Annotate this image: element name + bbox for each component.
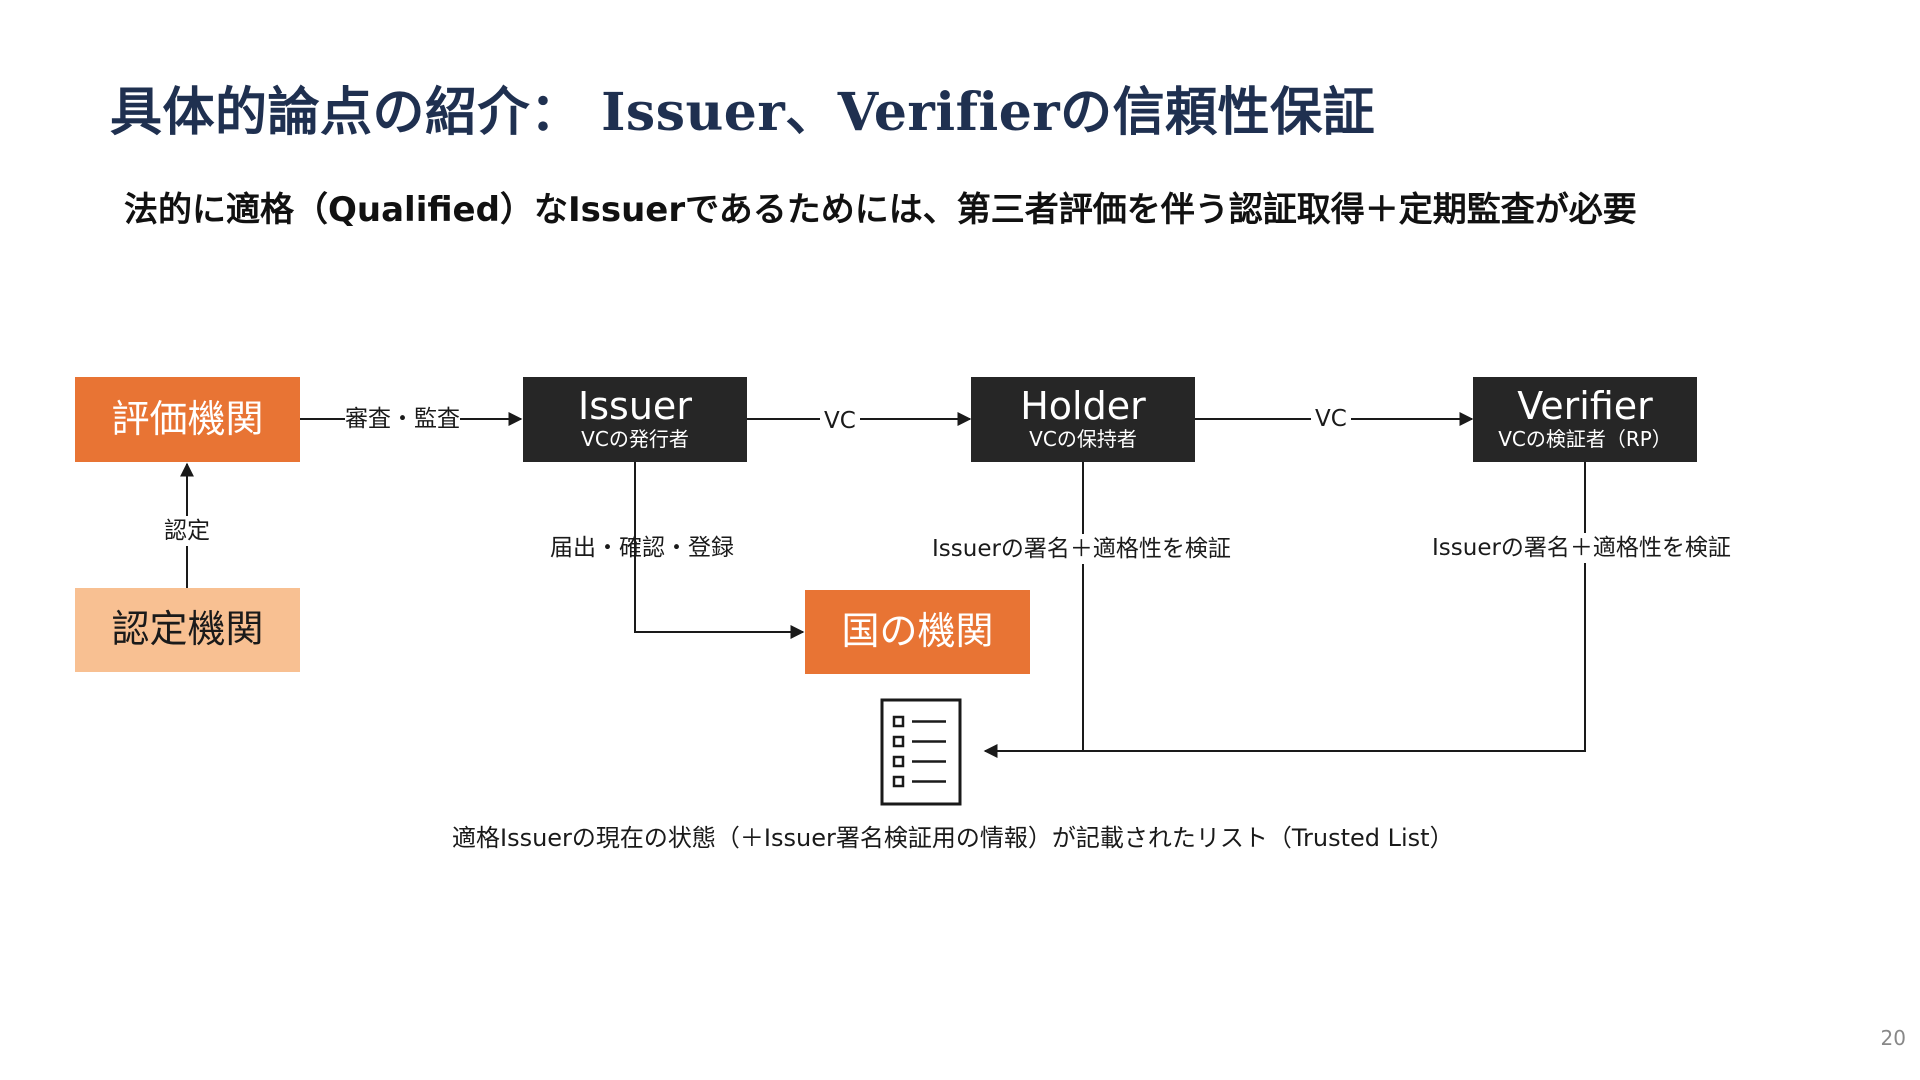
arrow-verifier-to-list [983, 462, 1586, 758]
page-number: 20 [1880, 1026, 1906, 1050]
issuer-sublabel: VCの発行者 [581, 427, 689, 452]
edge-label-accreditation: 認定 [162, 516, 212, 546]
edge-label-verifier-verify: Issuerの署名＋適格性を検証 [1428, 533, 1735, 563]
edge-label-vc-1: VC [820, 406, 860, 436]
holder-label: Holder [1020, 383, 1146, 428]
certifier-node: 認定機関 [75, 588, 300, 672]
trusted-list-caption: 適格Issuerの現在の状態（＋Issuer署名検証用の情報）が記載されたリスト… [452, 824, 1454, 852]
holder-node: Holder VCの保持者 [971, 377, 1195, 462]
slide-title: 具体的論点の紹介： Issuer、Verifierの信頼性保証 [110, 82, 1376, 143]
verifier-label: Verifier [1517, 383, 1653, 428]
evaluator-label: 評価機関 [111, 396, 264, 441]
certifier-label: 認定機関 [111, 607, 264, 652]
evaluator-node: 評価機関 [75, 377, 300, 462]
holder-sublabel: VCの保持者 [1029, 427, 1137, 452]
edge-label-vc-2: VC [1311, 404, 1351, 434]
checklist-icon [880, 698, 962, 806]
arrow-issuer-to-national [634, 462, 805, 639]
national-agency-node: 国の機関 [805, 590, 1030, 674]
slide-subtitle: 法的に適格（Qualified）なIssuerであるためには、第三者評価を伴う認… [124, 190, 1637, 230]
issuer-label: Issuer [578, 383, 692, 428]
edge-label-registration: 届出・確認・登録 [550, 535, 734, 561]
verifier-node: Verifier VCの検証者（RP） [1473, 377, 1697, 462]
national-agency-label: 国の機関 [841, 609, 994, 654]
issuer-node: Issuer VCの発行者 [523, 377, 747, 462]
edge-label-holder-verify: Issuerの署名＋適格性を検証 [928, 534, 1235, 564]
edge-label-audit: 審査・監査 [345, 404, 460, 434]
verifier-sublabel: VCの検証者（RP） [1498, 427, 1672, 452]
